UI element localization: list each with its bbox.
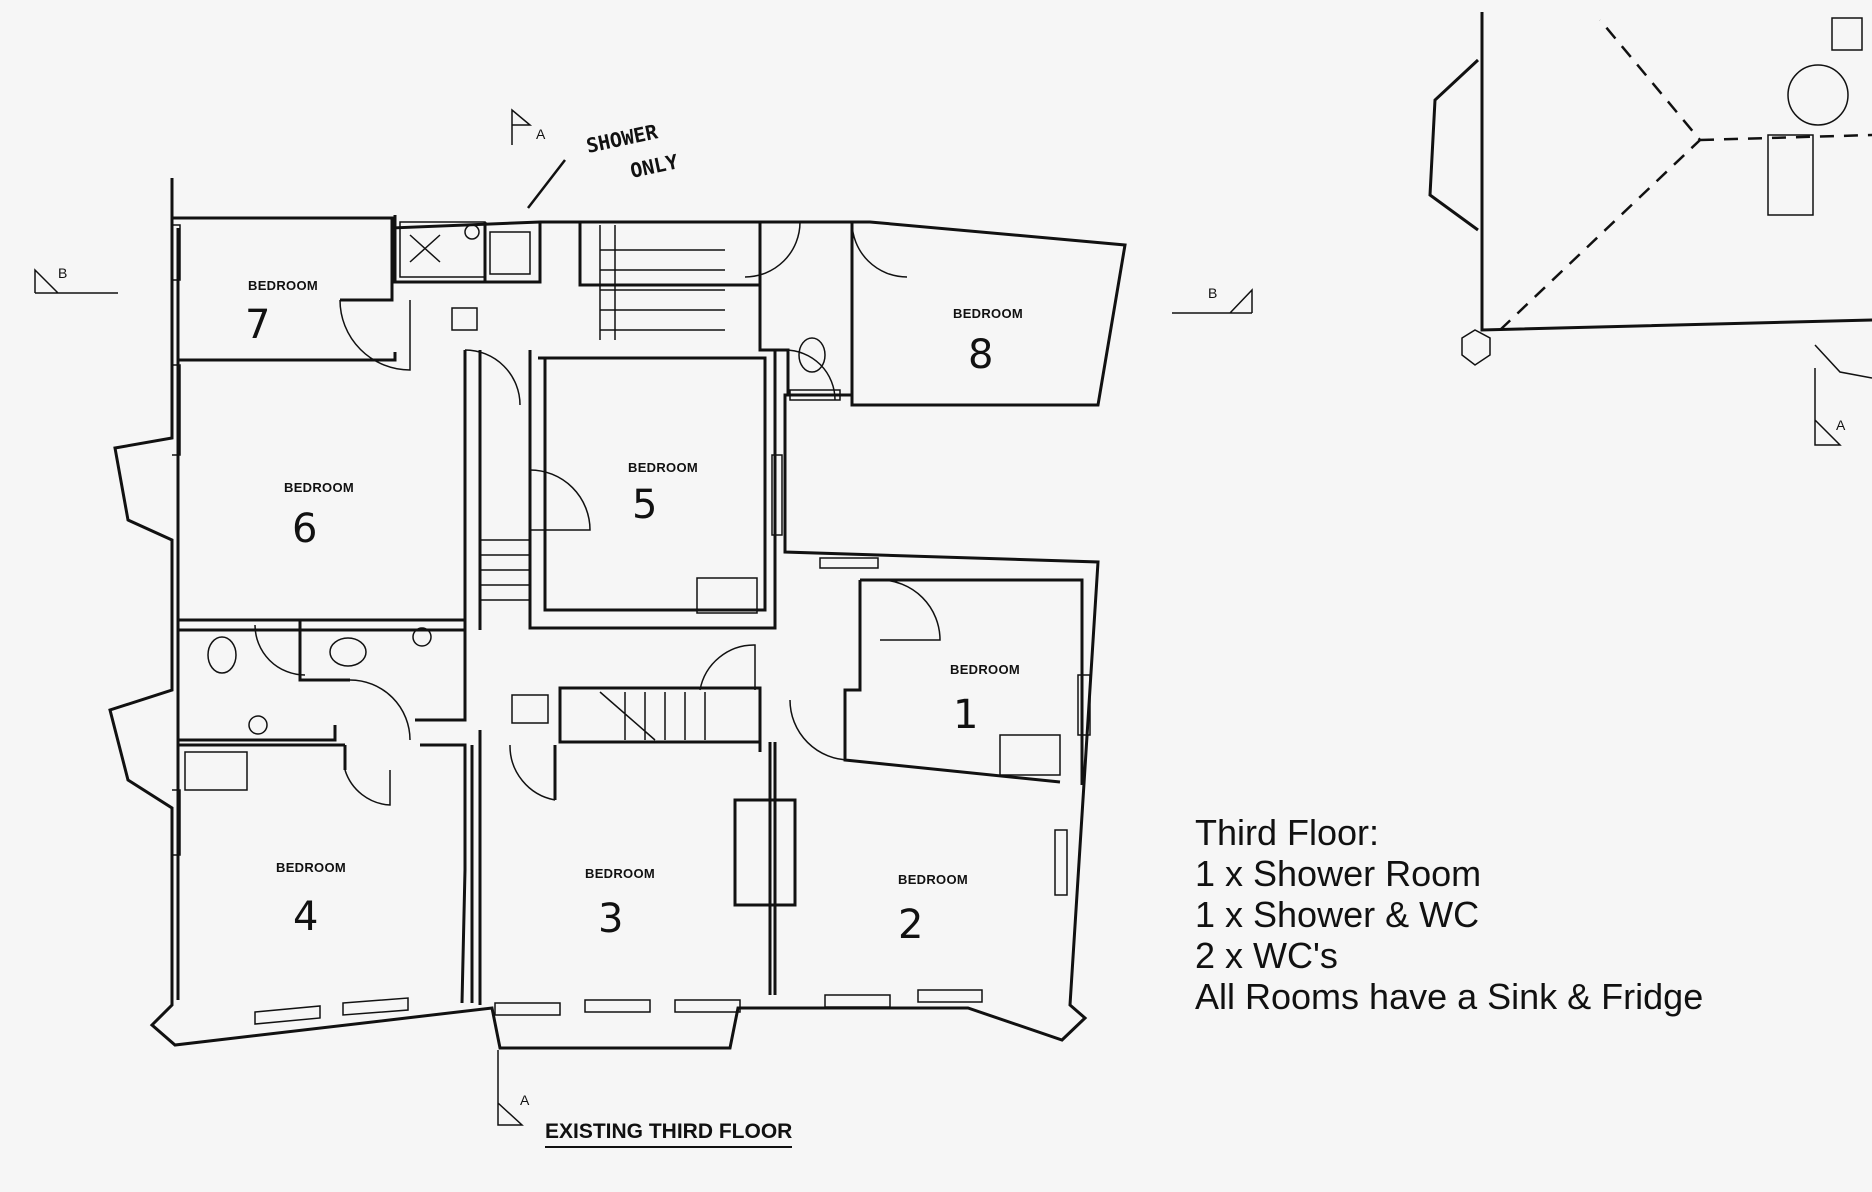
room-number: 7 bbox=[245, 302, 270, 348]
room-bedroom-7: BEDROOM 7 bbox=[245, 278, 318, 348]
sink-unit-icon bbox=[184, 751, 248, 791]
room-bedroom-8: BEDROOM 8 bbox=[953, 306, 1023, 378]
wc-icon bbox=[207, 636, 237, 674]
room-label: BEDROOM bbox=[248, 278, 318, 293]
room-number: 6 bbox=[292, 506, 317, 552]
basin-icon bbox=[248, 715, 268, 735]
summary-line: 2 x WC's bbox=[1195, 935, 1338, 976]
room-label: BEDROOM bbox=[950, 662, 1020, 677]
wc-cubicle bbox=[399, 221, 486, 278]
room-label: BEDROOM bbox=[276, 860, 346, 875]
outer-walls bbox=[108, 178, 1127, 1050]
stairs bbox=[480, 225, 725, 741]
room-number: 3 bbox=[598, 896, 623, 942]
room-number: 5 bbox=[632, 482, 657, 528]
shower-tray-icon bbox=[489, 231, 531, 275]
section-markers: A B B A A bbox=[34, 108, 1846, 1126]
room-label: BEDROOM bbox=[284, 480, 354, 495]
note-line-shower: SHOWER bbox=[584, 119, 661, 158]
section-marker-b-right: B bbox=[1172, 285, 1253, 314]
plan-title: EXISTING THIRD FLOOR bbox=[545, 1120, 793, 1148]
cistern-icon bbox=[451, 307, 478, 331]
summary-line: 1 x Shower & WC bbox=[1195, 894, 1480, 935]
note-line-only: ONLY bbox=[628, 149, 680, 182]
room-label: BEDROOM bbox=[898, 872, 968, 887]
door-swings bbox=[254, 221, 941, 806]
room-label: BEDROOM bbox=[953, 306, 1023, 321]
fixtures bbox=[184, 221, 1061, 791]
room-bedroom-4: BEDROOM 4 bbox=[276, 860, 346, 940]
section-label-a: A bbox=[1836, 417, 1846, 433]
room-label: BEDROOM bbox=[628, 460, 698, 475]
summary-heading: Third Floor: bbox=[1195, 812, 1380, 853]
section-label-b: B bbox=[58, 265, 67, 281]
room-bedroom-5: BEDROOM 5 bbox=[628, 460, 698, 528]
summary-line: 1 x Shower Room bbox=[1195, 853, 1482, 894]
sink-unit-icon bbox=[696, 577, 758, 614]
section-label-b: B bbox=[1208, 285, 1217, 301]
sink-unit-icon bbox=[999, 734, 1061, 776]
wc-icon bbox=[798, 337, 826, 373]
section-label-a: A bbox=[520, 1092, 530, 1108]
removed-wc-mark bbox=[409, 234, 441, 263]
room-label: BEDROOM bbox=[585, 866, 655, 881]
section-marker-a-bottom: A bbox=[497, 1050, 530, 1126]
interior-walls bbox=[178, 215, 1084, 1005]
section-label-a: A bbox=[536, 126, 546, 142]
room-bedroom-1: BEDROOM 1 bbox=[950, 662, 1020, 738]
section-marker-a-top: A bbox=[511, 108, 546, 145]
room-number: 8 bbox=[968, 332, 993, 378]
handwritten-note: SHOWER ONLY bbox=[527, 119, 680, 209]
section-marker-b-left: B bbox=[34, 265, 118, 294]
room-bedroom-3: BEDROOM 3 bbox=[585, 866, 655, 942]
basin-icon bbox=[412, 627, 432, 647]
room-bedroom-2: BEDROOM 2 bbox=[898, 872, 968, 948]
room-number: 4 bbox=[293, 894, 318, 940]
floor-summary: Third Floor: 1 x Shower Room 1 x Shower … bbox=[1195, 812, 1703, 1017]
basin-icon bbox=[464, 224, 480, 240]
room-number: 2 bbox=[898, 902, 923, 948]
summary-line: All Rooms have a Sink & Fridge bbox=[1195, 976, 1704, 1017]
section-marker-a-right: A bbox=[1814, 368, 1846, 446]
wc-icon bbox=[329, 637, 367, 667]
adjacent-plan bbox=[1428, 12, 1872, 379]
room-number: 1 bbox=[953, 692, 978, 738]
room-labels: BEDROOM 7 BEDROOM 8 BEDROOM 6 BEDROOM 5 … bbox=[245, 278, 1023, 948]
room-bedroom-6: BEDROOM 6 bbox=[284, 480, 354, 552]
cupboard-icon bbox=[511, 694, 549, 724]
